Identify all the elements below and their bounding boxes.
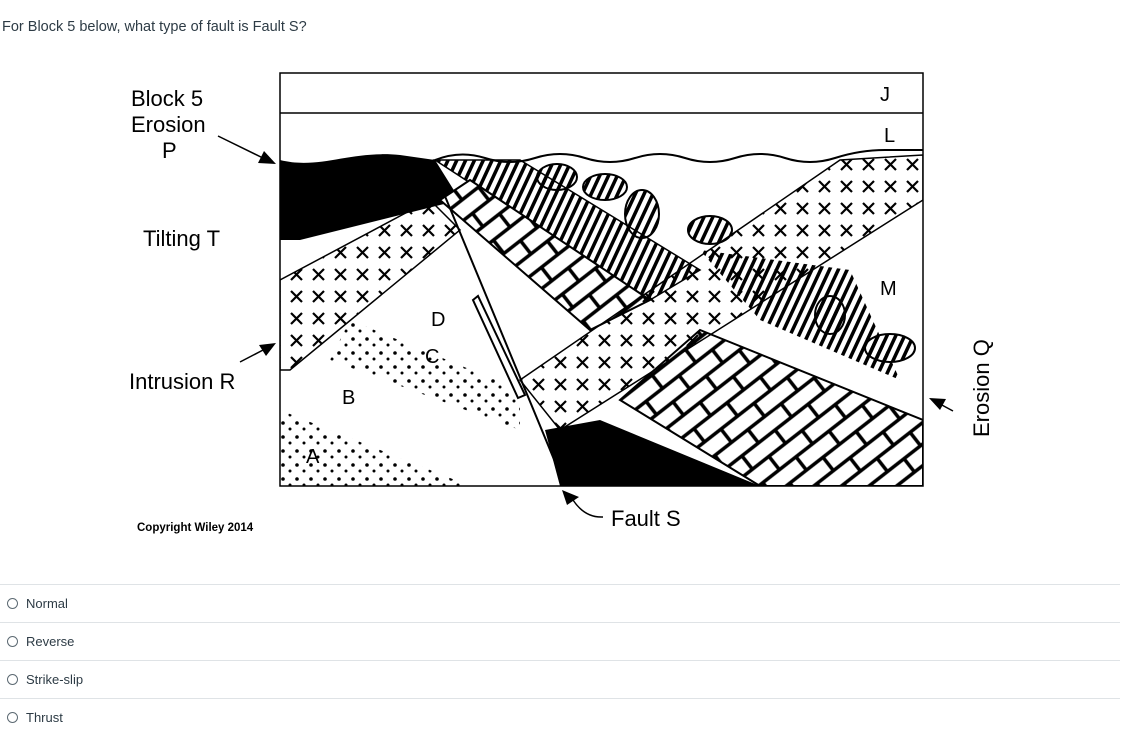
arrow-icon (562, 490, 604, 518)
unit-label-c: C (425, 346, 439, 368)
dike-d (471, 294, 527, 400)
answer-label: Strike-slip (26, 672, 84, 687)
unit-label-d: D (431, 309, 445, 331)
tilting-label: Tilting T (143, 226, 220, 251)
unit-black-lower (545, 420, 760, 486)
pebble (624, 189, 660, 239)
erosion-p-label: Erosion (131, 112, 206, 137)
pebble (536, 163, 578, 191)
answer-label: Reverse (26, 634, 75, 649)
unit-c (330, 320, 520, 430)
fault-s-label: Fault S (611, 506, 681, 531)
answer-option[interactable]: Strike-slip (0, 660, 1120, 698)
question-text: For Block 5 below, what type of fault is… (2, 19, 307, 35)
geology-block-diagram: Block 5 Erosion P Tilting T Intrusion R … (129, 72, 994, 534)
arrow-icon (239, 343, 276, 363)
unit-label-b: B (342, 387, 355, 409)
arrow-icon (929, 398, 954, 412)
answer-list: Normal Reverse Strike-slip Thrust (0, 584, 1120, 736)
answer-label: Thrust (26, 710, 63, 725)
pebble (687, 215, 733, 245)
unit-label-j: J (880, 84, 890, 106)
erosion-q-label: Erosion Q (969, 339, 994, 437)
answer-option[interactable]: Thrust (0, 698, 1120, 736)
arrow-icon (217, 135, 276, 164)
pebble (814, 295, 846, 335)
radio-button[interactable] (7, 598, 18, 609)
unit-p-black (280, 154, 460, 240)
intrusion-r-main (518, 154, 923, 431)
fault-s-line (429, 159, 566, 486)
intrusion-r-left (280, 199, 462, 371)
radio-button[interactable] (7, 636, 18, 647)
radio-button[interactable] (7, 674, 18, 685)
unit-label-a: A (306, 446, 320, 468)
unit-label-l: L (884, 125, 895, 147)
block-title: Block 5 (131, 86, 203, 111)
answer-option[interactable]: Normal (0, 584, 1120, 622)
unit-label-m: M (880, 278, 897, 300)
erosion-p-letter: P (162, 138, 177, 163)
radio-button[interactable] (7, 712, 18, 723)
intrusion-label: Intrusion R (129, 369, 235, 394)
unit-a (280, 410, 470, 486)
answer-label: Normal (26, 596, 68, 611)
pebble (582, 173, 628, 201)
erosion-surface (434, 149, 923, 163)
copyright-label: Copyright Wiley 2014 (137, 522, 254, 534)
answer-option[interactable]: Reverse (0, 622, 1120, 660)
pebble (864, 333, 916, 363)
